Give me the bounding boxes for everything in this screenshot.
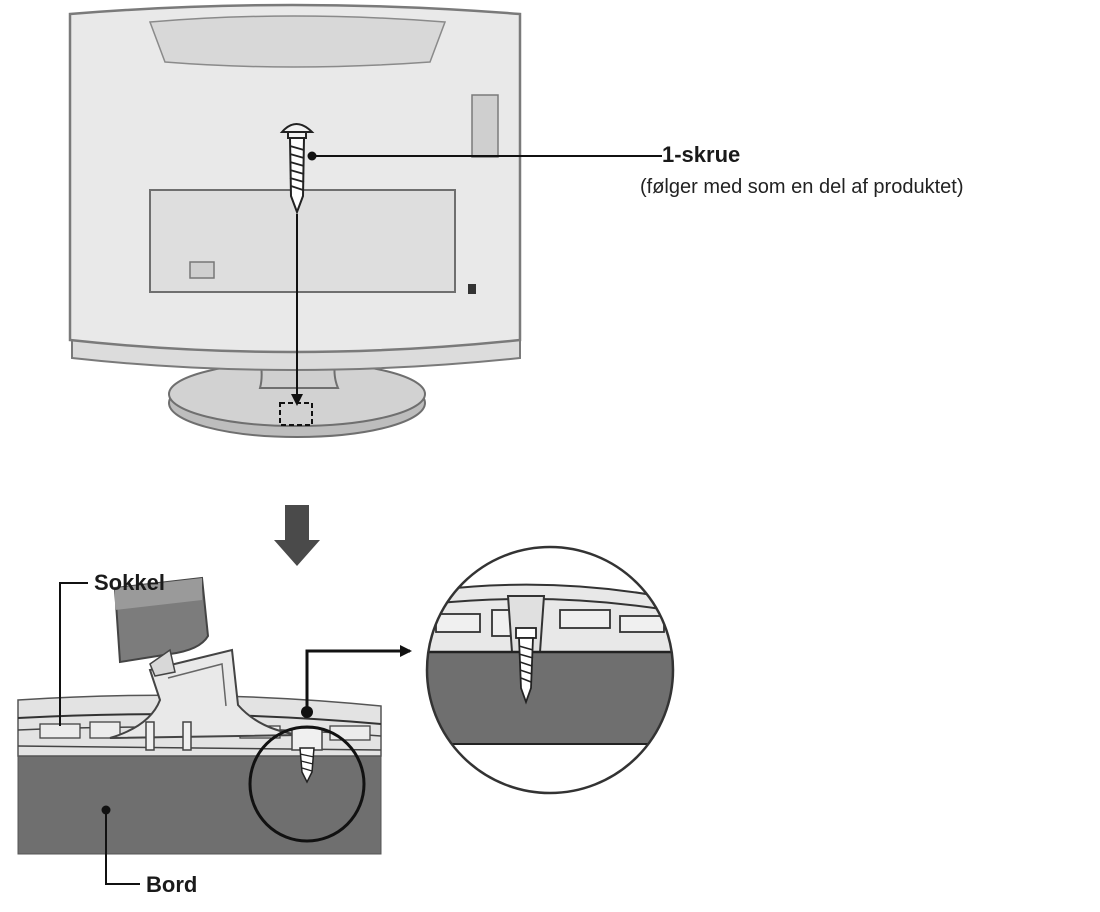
screw-icon	[279, 123, 315, 215]
screw-label: 1-skrue	[662, 142, 741, 167]
tv-back-view	[68, 3, 662, 438]
zoomed-detail	[425, 545, 675, 795]
cross-section-view	[17, 576, 412, 885]
kensington-slot	[468, 284, 476, 294]
table-label: Bord	[146, 872, 198, 897]
detail-circle-small	[248, 725, 366, 843]
base-callout-line	[59, 582, 88, 726]
side-slot	[471, 94, 499, 158]
screw-hole-marker	[279, 402, 313, 426]
base-label: Sokkel	[94, 570, 165, 595]
screw-note: (følger med som en del af produktet)	[640, 176, 964, 198]
down-arrow-icon	[274, 505, 320, 566]
zoom-connector-line	[305, 645, 412, 712]
table-callout-line	[105, 810, 140, 885]
detail-circle-large	[425, 545, 675, 795]
table	[17, 755, 382, 855]
